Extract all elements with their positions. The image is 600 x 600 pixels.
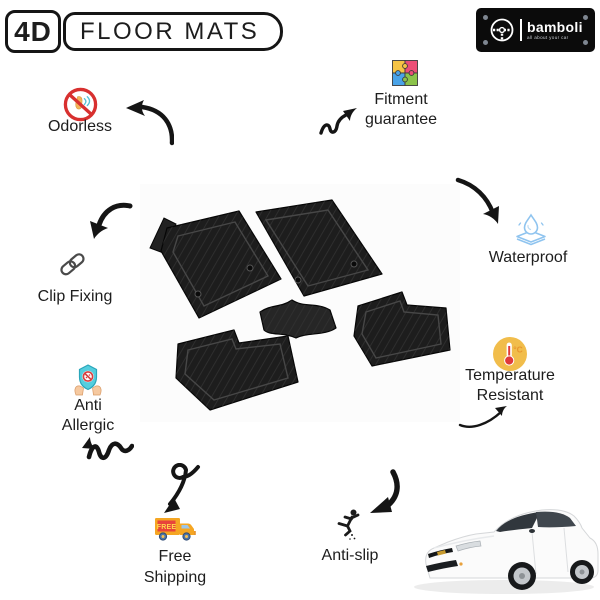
feature-label-clip-fixing: Clip Fixing	[37, 288, 113, 305]
logo-rivet-icon	[583, 40, 588, 45]
badge-4d-text: 4D	[14, 15, 52, 47]
feature-label-free-shipping-line1: Free	[158, 548, 192, 565]
arrow-to-clip-fixing	[88, 201, 134, 243]
feature-label-fitment-line2: guarantee	[364, 111, 438, 128]
arrow-from-temperature	[458, 403, 510, 431]
tunnel-mat	[259, 299, 337, 339]
logo-rivet-icon	[483, 15, 488, 20]
page-title-text: FLOOR MATS	[80, 17, 260, 45]
thermometer-icon: °C	[492, 336, 528, 372]
logo-rivet-icon	[583, 15, 588, 20]
feature-label-temperature-line1: Temperature	[465, 367, 555, 384]
feature-label-waterproof: Waterproof	[488, 249, 568, 266]
rear-right-mat	[353, 291, 451, 367]
celsius-label: °C	[513, 345, 523, 355]
brand-logo: bamboli all about your car	[476, 8, 595, 52]
delivery-truck-icon: FREE	[153, 514, 197, 544]
no-odor-icon	[62, 86, 99, 123]
logo-rivet-icon	[483, 40, 488, 45]
arrow-to-fitment	[319, 105, 359, 137]
feature-label-free-shipping-line2: Shipping	[143, 569, 207, 586]
feature-label-temperature-line2: Resistant	[476, 387, 544, 404]
arrow-to-odorless	[122, 97, 174, 147]
puzzle-icon	[390, 58, 420, 88]
white-sedan-image	[404, 494, 599, 598]
squiggle-from-anti-allergic	[82, 435, 134, 463]
water-drop-icon	[510, 213, 552, 247]
feature-label-anti-allergic-line2: Allergic	[61, 417, 115, 434]
shield-hands-icon	[70, 362, 106, 396]
page-title: FLOOR MATS	[63, 12, 283, 51]
brand-tagline: all about your car	[527, 34, 569, 40]
feature-label-anti-allergic-line1: Anti	[74, 397, 102, 414]
slipping-person-icon	[336, 508, 366, 542]
arrow-to-waterproof	[454, 176, 502, 226]
rear-left-mat	[175, 329, 299, 411]
front-right-mat	[255, 199, 383, 297]
logo-divider	[520, 19, 522, 41]
badge-4d: 4D	[5, 10, 61, 53]
feature-label-fitment-line1: Fitment	[374, 91, 428, 108]
feature-label-odorless: Odorless	[47, 118, 113, 135]
arrow-to-free-shipping	[152, 463, 204, 515]
brand-name: bamboli	[527, 18, 583, 35]
front-left-mat	[160, 210, 282, 319]
truck-free-label: FREE	[157, 524, 177, 531]
chain-link-icon	[56, 246, 92, 280]
arrow-to-anti-slip	[360, 468, 402, 518]
floor-mats-product-image	[140, 184, 460, 422]
steering-wheel-icon	[489, 17, 515, 43]
feature-label-anti-slip: Anti-slip	[321, 547, 379, 564]
